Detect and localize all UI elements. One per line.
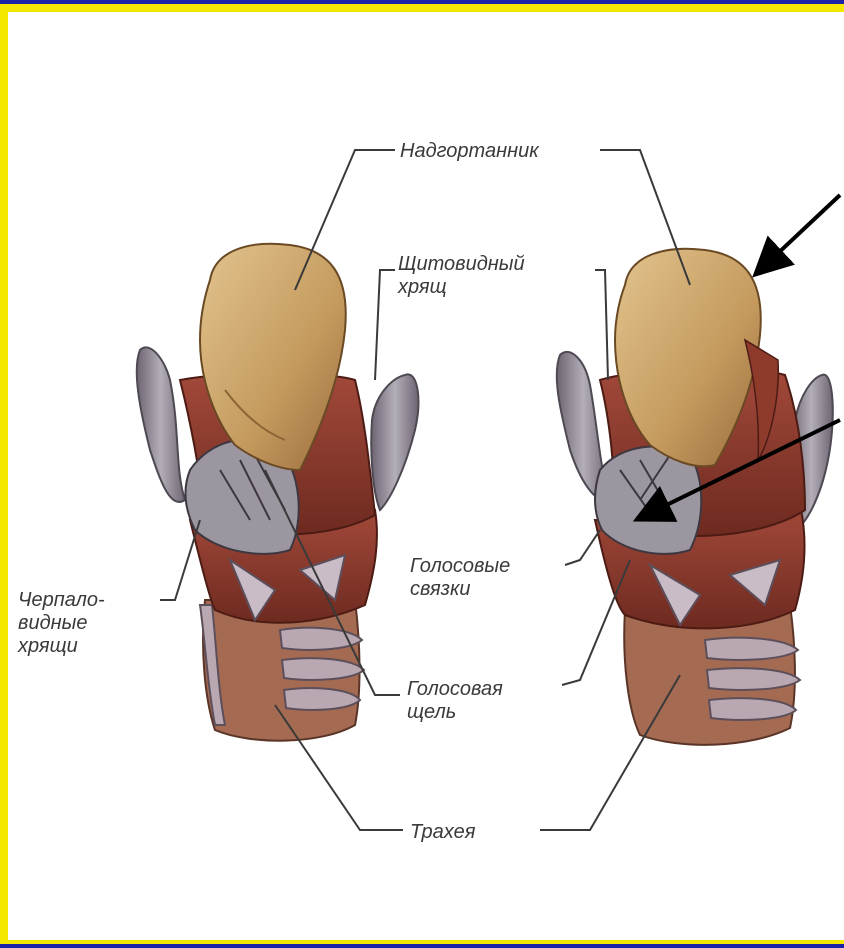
label-epiglottis: Надгортанник	[400, 140, 540, 162]
right-trachea-rings	[705, 638, 800, 720]
label-arytenoid-line1: Черпало-	[18, 589, 105, 611]
label-vocal-cords-line2: связки	[410, 578, 471, 600]
left-trachea-rings	[280, 628, 364, 710]
left-larynx	[137, 244, 419, 741]
label-thyroid-line2: хрящ	[397, 276, 447, 298]
label-arytenoid-line3: хрящи	[17, 635, 78, 657]
label-vocal-cords-line1: Голосовые	[410, 555, 510, 577]
left-thyroid-wing-left	[137, 347, 185, 502]
right-larynx	[557, 249, 833, 745]
label-glottis-line2: щель	[407, 701, 456, 723]
label-trachea: Трахея	[410, 821, 476, 843]
arrow-epiglottis	[758, 195, 840, 272]
label-glottis-line1: Голосовая	[407, 678, 503, 700]
label-thyroid-line1: Щитовидный	[398, 253, 525, 275]
left-thyroid-wing-right	[371, 374, 418, 510]
label-arytenoid-line2: видные	[18, 612, 87, 634]
